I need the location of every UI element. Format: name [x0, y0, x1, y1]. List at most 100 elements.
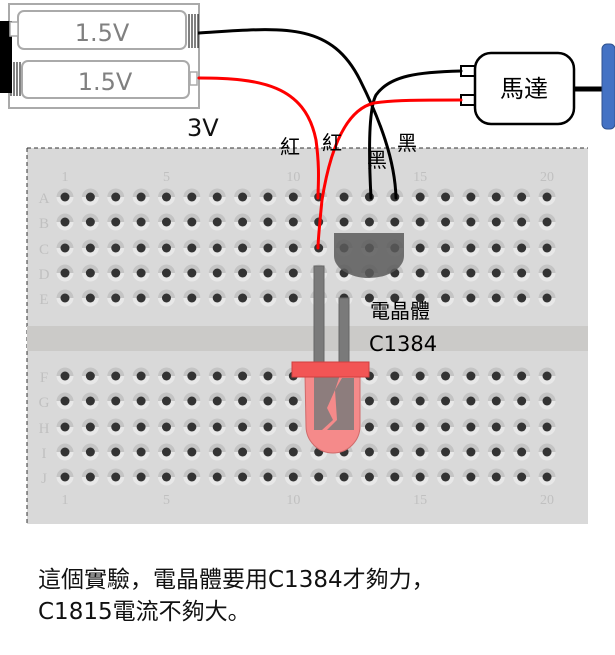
hole-e16[interactable]	[437, 289, 455, 307]
hole-e15[interactable]	[411, 289, 429, 307]
hole-i10[interactable]	[284, 443, 302, 461]
hole-d17[interactable]	[462, 264, 480, 282]
hole-i14[interactable]	[386, 443, 404, 461]
hole-b8[interactable]	[234, 213, 252, 231]
hole-a6[interactable]	[183, 188, 201, 206]
hole-d18[interactable]	[487, 264, 505, 282]
hole-j4[interactable]	[132, 468, 150, 486]
hole-b7[interactable]	[208, 213, 226, 231]
hole-g9[interactable]	[259, 392, 277, 410]
hole-a16[interactable]	[437, 188, 455, 206]
hole-c5[interactable]	[157, 239, 175, 257]
hole-i6[interactable]	[183, 443, 201, 461]
hole-h18[interactable]	[487, 418, 505, 436]
hole-e17[interactable]	[462, 289, 480, 307]
hole-h14[interactable]	[386, 418, 404, 436]
hole-a18[interactable]	[487, 188, 505, 206]
hole-b17[interactable]	[462, 213, 480, 231]
hole-f20[interactable]	[538, 367, 556, 385]
hole-e10[interactable]	[284, 289, 302, 307]
hole-i8[interactable]	[234, 443, 252, 461]
hole-a9[interactable]	[259, 188, 277, 206]
hole-f6[interactable]	[183, 367, 201, 385]
hole-j18[interactable]	[487, 468, 505, 486]
hole-c1[interactable]	[56, 239, 74, 257]
hole-b15[interactable]	[411, 213, 429, 231]
hole-a17[interactable]	[462, 188, 480, 206]
hole-j17[interactable]	[462, 468, 480, 486]
hole-j14[interactable]	[386, 468, 404, 486]
hole-j19[interactable]	[513, 468, 531, 486]
hole-e20[interactable]	[538, 289, 556, 307]
hole-i19[interactable]	[513, 443, 531, 461]
hole-g1[interactable]	[56, 392, 74, 410]
hole-i4[interactable]	[132, 443, 150, 461]
hole-a1[interactable]	[56, 188, 74, 206]
hole-d20[interactable]	[538, 264, 556, 282]
hole-e3[interactable]	[107, 289, 125, 307]
hole-c2[interactable]	[81, 239, 99, 257]
hole-c16[interactable]	[437, 239, 455, 257]
hole-c9[interactable]	[259, 239, 277, 257]
hole-j13[interactable]	[360, 468, 378, 486]
hole-f4[interactable]	[132, 367, 150, 385]
hole-c18[interactable]	[487, 239, 505, 257]
hole-i3[interactable]	[107, 443, 125, 461]
hole-c6[interactable]	[183, 239, 201, 257]
hole-f8[interactable]	[234, 367, 252, 385]
hole-h20[interactable]	[538, 418, 556, 436]
hole-g4[interactable]	[132, 392, 150, 410]
hole-d4[interactable]	[132, 264, 150, 282]
hole-g5[interactable]	[157, 392, 175, 410]
hole-g7[interactable]	[208, 392, 226, 410]
hole-f5[interactable]	[157, 367, 175, 385]
hole-a3[interactable]	[107, 188, 125, 206]
hole-f14[interactable]	[386, 367, 404, 385]
hole-b2[interactable]	[81, 213, 99, 231]
hole-j15[interactable]	[411, 468, 429, 486]
hole-h5[interactable]	[157, 418, 175, 436]
hole-e6[interactable]	[183, 289, 201, 307]
hole-i20[interactable]	[538, 443, 556, 461]
hole-g6[interactable]	[183, 392, 201, 410]
hole-j5[interactable]	[157, 468, 175, 486]
hole-g14[interactable]	[386, 392, 404, 410]
hole-h15[interactable]	[411, 418, 429, 436]
hole-a2[interactable]	[81, 188, 99, 206]
hole-e7[interactable]	[208, 289, 226, 307]
hole-h1[interactable]	[56, 418, 74, 436]
hole-g8[interactable]	[234, 392, 252, 410]
hole-g20[interactable]	[538, 392, 556, 410]
hole-f19[interactable]	[513, 367, 531, 385]
hole-d2[interactable]	[81, 264, 99, 282]
hole-a7[interactable]	[208, 188, 226, 206]
hole-a12[interactable]	[335, 188, 353, 206]
hole-c17[interactable]	[462, 239, 480, 257]
hole-e4[interactable]	[132, 289, 150, 307]
hole-e14[interactable]	[386, 289, 404, 307]
hole-j16[interactable]	[437, 468, 455, 486]
hole-h6[interactable]	[183, 418, 201, 436]
hole-d8[interactable]	[234, 264, 252, 282]
hole-j9[interactable]	[259, 468, 277, 486]
hole-d3[interactable]	[107, 264, 125, 282]
hole-b5[interactable]	[157, 213, 175, 231]
hole-b20[interactable]	[538, 213, 556, 231]
hole-h2[interactable]	[81, 418, 99, 436]
hole-g3[interactable]	[107, 392, 125, 410]
hole-g2[interactable]	[81, 392, 99, 410]
hole-d15[interactable]	[411, 264, 429, 282]
hole-c7[interactable]	[208, 239, 226, 257]
hole-j20[interactable]	[538, 468, 556, 486]
hole-d9[interactable]	[259, 264, 277, 282]
hole-h8[interactable]	[234, 418, 252, 436]
hole-i2[interactable]	[81, 443, 99, 461]
hole-e19[interactable]	[513, 289, 531, 307]
hole-a20[interactable]	[538, 188, 556, 206]
hole-d19[interactable]	[513, 264, 531, 282]
hole-h16[interactable]	[437, 418, 455, 436]
hole-j11[interactable]	[310, 468, 328, 486]
hole-b18[interactable]	[487, 213, 505, 231]
hole-b1[interactable]	[56, 213, 74, 231]
hole-i16[interactable]	[437, 443, 455, 461]
